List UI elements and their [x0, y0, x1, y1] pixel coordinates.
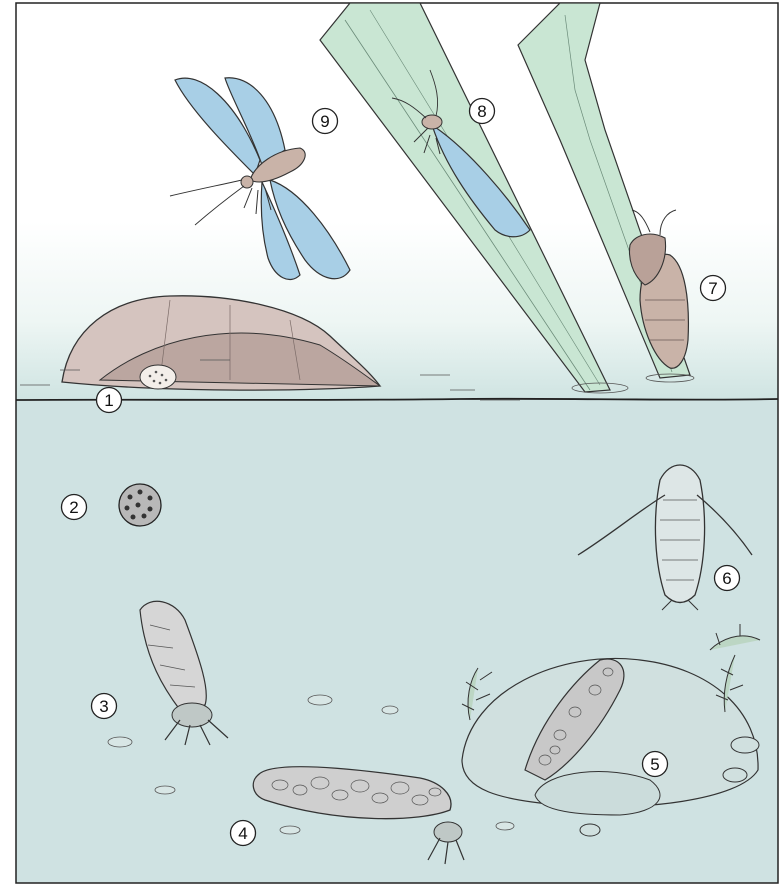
label-8: 8: [470, 99, 495, 124]
label-2: 2: [62, 495, 87, 520]
single-egg: [119, 484, 161, 526]
egg-mass: [140, 365, 176, 389]
svg-text:4: 4: [238, 824, 247, 843]
svg-text:3: 3: [99, 697, 108, 716]
label-9: 9: [313, 109, 338, 134]
label-3: 3: [92, 694, 117, 719]
label-5: 5: [643, 752, 668, 777]
label-4: 4: [231, 821, 256, 846]
water-surface-line: [16, 399, 778, 400]
label-7: 7: [701, 276, 726, 301]
svg-text:7: 7: [708, 279, 717, 298]
svg-text:8: 8: [477, 102, 486, 121]
label-6: 6: [715, 566, 740, 591]
svg-text:9: 9: [320, 112, 329, 131]
svg-text:1: 1: [104, 391, 113, 410]
svg-text:2: 2: [69, 498, 78, 517]
label-1: 1: [97, 388, 122, 413]
svg-text:6: 6: [722, 569, 731, 588]
svg-text:5: 5: [650, 755, 659, 774]
